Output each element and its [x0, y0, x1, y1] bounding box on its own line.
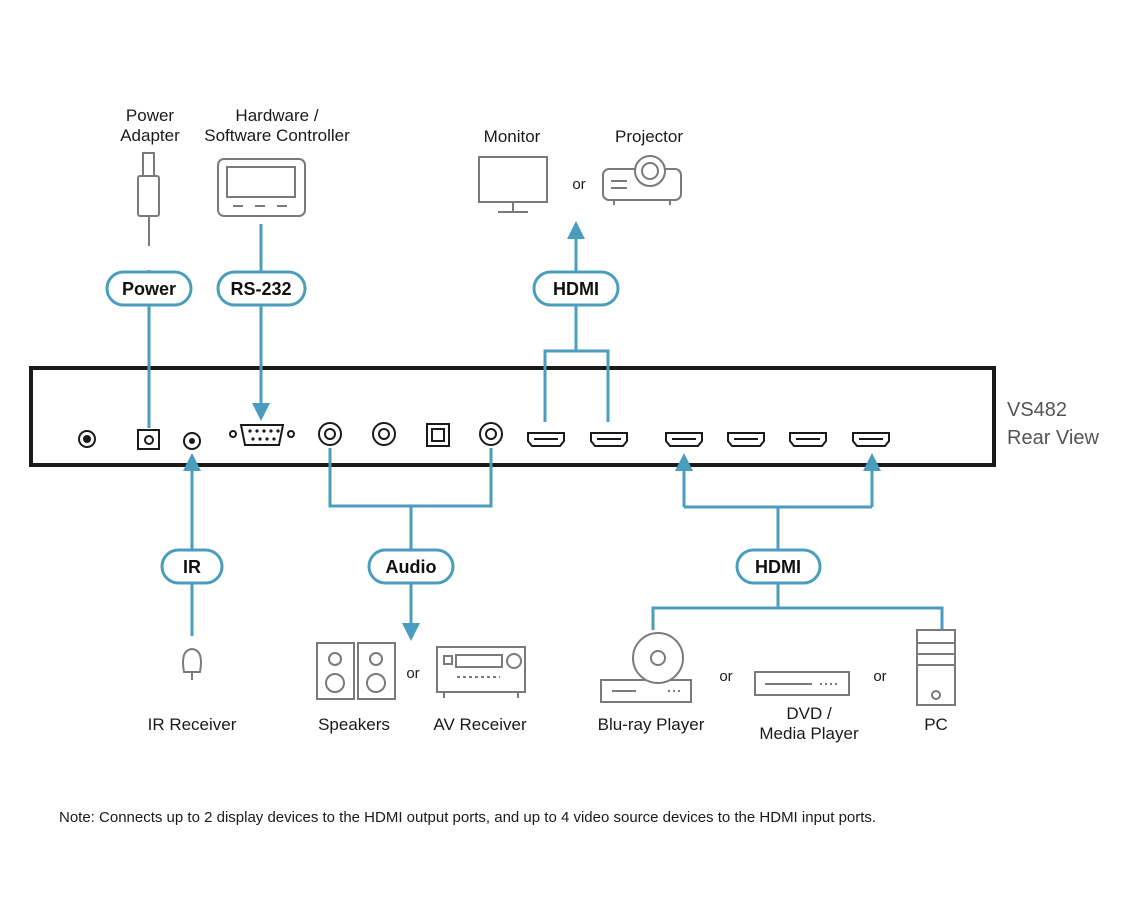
optical-port: [426, 423, 450, 447]
dvd-label-1: DVD /: [786, 704, 832, 723]
vs482-chassis: [29, 366, 996, 467]
ir-port: [183, 432, 201, 450]
or-label-audio: or: [406, 665, 419, 682]
projector-icon: [602, 155, 682, 205]
audio-tag-label: Audio: [386, 557, 437, 577]
speakers-label: Speakers: [318, 715, 390, 734]
controller-label-1: Hardware /: [235, 106, 318, 125]
hdmi-output-tag-label: HDMI: [553, 279, 599, 299]
power-adapter-icon: [137, 152, 160, 246]
or-label-source-2: or: [873, 668, 886, 685]
audio-connector: [328, 448, 493, 641]
controller-label-2: Software Controller: [204, 126, 350, 145]
hdmi-input-tag-label: HDMI: [755, 557, 801, 577]
av-receiver-icon: [436, 646, 526, 698]
hdmi-output-tag: HDMI: [532, 270, 620, 307]
controller-icon: [217, 158, 306, 217]
ir-tag-label: IR: [183, 557, 201, 577]
footnote: Note: Connects up to 2 display devices t…: [59, 809, 876, 826]
av-receiver-label: AV Receiver: [433, 715, 527, 734]
audio-tag: Audio: [367, 548, 455, 585]
audio-port-mid: [372, 422, 396, 446]
or-label-display: or: [572, 176, 585, 193]
power-tag-label: Power: [122, 279, 176, 299]
hdmi-in-port-1: [665, 432, 703, 447]
device-model: VS482: [1007, 399, 1067, 421]
power-adapter-label-2: Adapter: [120, 126, 180, 145]
hdmi-input-connector: [651, 453, 944, 630]
audio-port-left: [318, 422, 342, 446]
rs232-tag-label: RS-232: [230, 279, 291, 299]
hdmi-in-port-4: [852, 432, 890, 447]
device-view: Rear View: [1007, 427, 1099, 449]
ir-receiver-icon: [182, 647, 202, 680]
pc-tower-icon: [916, 629, 956, 706]
power-adapter-label-1: Power: [126, 106, 175, 125]
hdmi-in-port-3: [789, 432, 827, 447]
power-tag: Power: [105, 270, 193, 307]
media-player-icon: [754, 671, 850, 696]
or-label-source-1: or: [719, 668, 732, 685]
monitor-label: Monitor: [484, 127, 541, 146]
hdmi-input-tag: HDMI: [735, 548, 822, 585]
monitor-icon: [478, 156, 548, 213]
dvd-label-2: Media Player: [759, 724, 859, 743]
audio-port-right: [479, 422, 503, 446]
power-port: [137, 429, 160, 450]
bluray-player-icon: [600, 632, 692, 703]
hdmi-in-port-2: [727, 432, 765, 447]
hdmi-out-port-1: [527, 432, 565, 447]
ir-receiver-label: IR Receiver: [148, 715, 237, 734]
bluray-label: Blu-ray Player: [598, 715, 705, 734]
speakers-icon: [316, 642, 396, 700]
ground-screw-icon: [78, 430, 96, 448]
rs232-tag: RS-232: [216, 270, 307, 307]
hdmi-out-port-2: [590, 432, 628, 447]
ir-tag: IR: [160, 548, 224, 585]
rs232-port: [229, 424, 295, 446]
pc-label: PC: [924, 715, 948, 734]
projector-label: Projector: [615, 127, 683, 146]
